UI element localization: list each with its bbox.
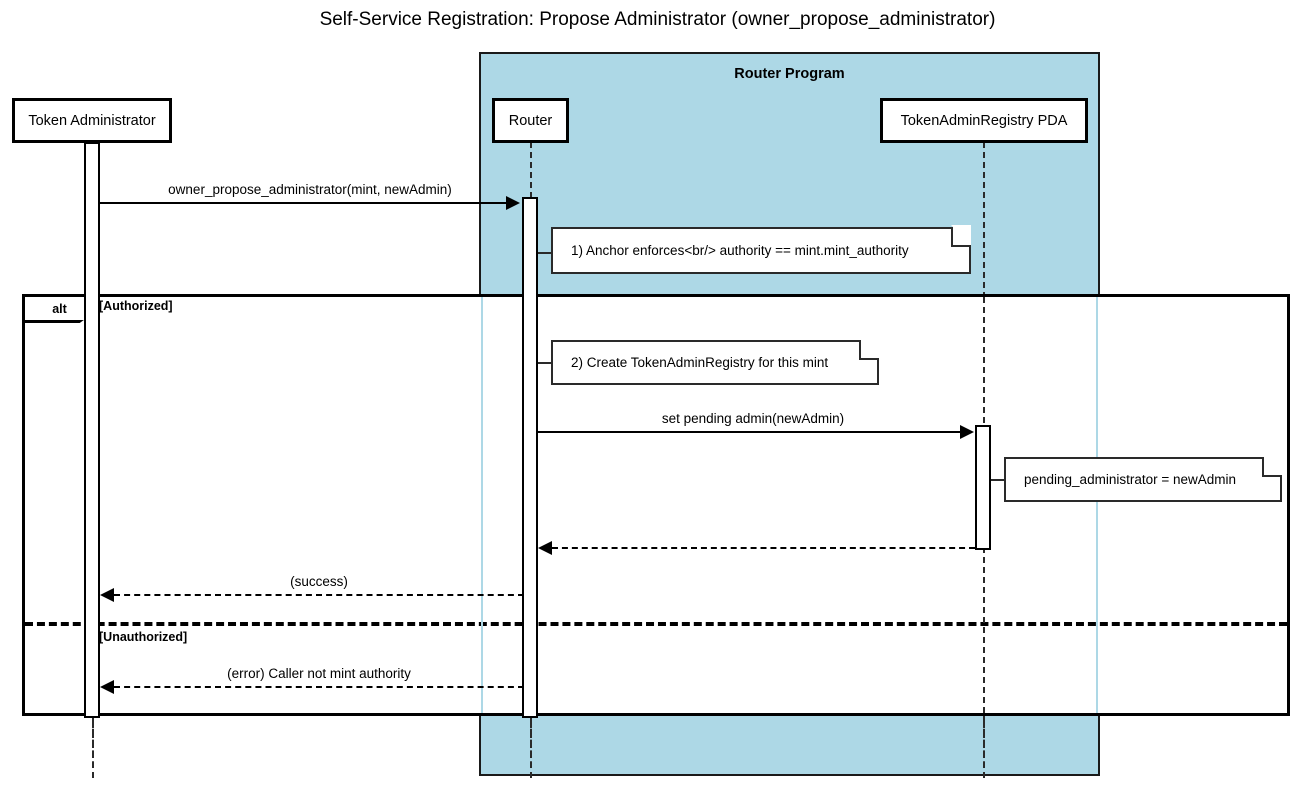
note-pending-administrator: pending_administrator = newAdmin <box>1004 455 1282 502</box>
participant-router[interactable]: Router <box>492 98 569 143</box>
lifeline-router-tail <box>530 718 532 778</box>
message-line-registry-return <box>552 547 975 549</box>
activation-token-admin-registry-pda <box>975 425 991 550</box>
participant-token-administrator[interactable]: Token Administrator <box>12 98 172 143</box>
alt-fragment: alt <box>22 294 1290 716</box>
message-arrowhead-set-pending-admin <box>960 425 974 439</box>
group-box-right-edge-sliver <box>1096 297 1098 713</box>
participant-token-admin-registry-pda[interactable]: TokenAdminRegistry PDA <box>880 98 1088 143</box>
note-connector-2 <box>538 362 552 364</box>
activation-router <box>522 197 538 718</box>
alt-branch-guard-unauthorized: [Unauthorized] <box>99 630 188 644</box>
alt-branch-guard-authorized: [Authorized] <box>99 299 173 313</box>
message-line-set-pending-admin <box>538 431 962 433</box>
message-arrowhead-registry-return <box>538 541 552 555</box>
note-fold-lines-icon <box>1262 455 1282 477</box>
message-label-owner-propose-administrator: owner_propose_administrator(mint, newAdm… <box>168 182 452 197</box>
note-fold-lines-icon <box>951 225 971 247</box>
note-anchor-enforces: 1) Anchor enforces<br/> authority == min… <box>551 225 971 274</box>
note-connector-1 <box>538 252 552 254</box>
participant-token-admin-registry-pda-label: TokenAdminRegistry PDA <box>900 112 1068 129</box>
lifeline-token-administrator-tail <box>92 718 94 778</box>
lifeline-token-admin-registry-pda-tail <box>983 718 985 778</box>
note-fold-lines-icon <box>859 338 879 360</box>
message-label-set-pending-admin: set pending admin(newAdmin) <box>661 411 845 426</box>
message-line-success <box>114 594 524 596</box>
message-line-error <box>114 686 524 688</box>
message-arrowhead-success <box>100 588 114 602</box>
activation-token-administrator <box>84 142 100 718</box>
note-anchor-enforces-text: 1) Anchor enforces<br/> authority == min… <box>571 243 909 258</box>
participant-token-administrator-label: Token Administrator <box>28 112 156 129</box>
message-arrowhead-error <box>100 680 114 694</box>
message-arrowhead-owner-propose-administrator <box>506 196 520 210</box>
note-create-token-admin-registry-text: 2) Create TokenAdminRegistry for this mi… <box>571 355 829 370</box>
note-create-token-admin-registry: 2) Create TokenAdminRegistry for this mi… <box>551 338 879 385</box>
group-box-left-edge-sliver <box>481 297 483 713</box>
message-label-error: (error) Caller not mint authority <box>227 666 411 681</box>
message-label-success: (success) <box>290 574 348 589</box>
participant-router-label: Router <box>508 112 553 129</box>
message-line-owner-propose-administrator <box>100 202 508 204</box>
note-connector-3 <box>991 479 1005 481</box>
group-box-label: Router Program <box>734 66 845 82</box>
diagram-title: Self-Service Registration: Propose Admin… <box>319 9 996 30</box>
note-pending-administrator-text: pending_administrator = newAdmin <box>1024 472 1236 487</box>
alt-branch-divider <box>25 622 1287 626</box>
